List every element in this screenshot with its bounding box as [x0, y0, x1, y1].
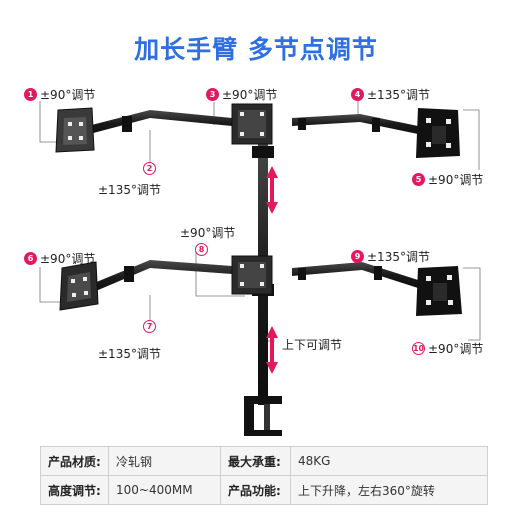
callout-label-10: ±90°调节 — [428, 342, 484, 356]
page-title: 加长手臂 多节点调节 — [134, 35, 378, 64]
upper-arms — [80, 110, 418, 136]
callout-label-7: ±135°调节 — [98, 347, 161, 361]
callout-number-1: 1 — [24, 88, 37, 101]
callout-5: 5 ±90°调节 — [412, 171, 483, 188]
vesa-plate-top-right — [416, 108, 460, 158]
monitor-arm-diagram — [39, 101, 481, 436]
callout-number-4: 4 — [351, 88, 364, 101]
callout-number-5: 5 — [412, 173, 425, 186]
spec-key: 产品功能: — [220, 475, 291, 505]
callout-10: 10 ±90°调节 — [412, 340, 483, 357]
callout-number-3: 3 — [206, 88, 219, 101]
height-arrow-upper-icon — [266, 166, 278, 214]
spec-key: 最大承重: — [220, 446, 291, 476]
spec-row: 高度调节: 100~400MM 产品功能: 上下升降，左右360°旋转 — [40, 475, 488, 505]
callout-1: 1 ±90°调节 — [24, 86, 95, 103]
desk-clamp — [244, 396, 282, 436]
vesa-plate-bottom-center — [231, 255, 273, 295]
vesa-plate-bottom-right — [416, 266, 462, 316]
callout-6: 6 ±90°调节 — [24, 250, 95, 267]
height-arrow-lower-icon — [266, 326, 278, 374]
vesa-plate-top-left — [55, 107, 95, 153]
callout-9: 9 ±135°调节 — [351, 248, 430, 265]
callout-number-6: 6 — [24, 252, 37, 265]
lower-arms — [82, 260, 418, 296]
spec-row: 产品材质: 冷轧钢 最大承重: 48KG — [40, 446, 488, 476]
spec-value: 上下升降，左右360°旋转 — [290, 475, 488, 505]
callout-number-2: 2 — [143, 162, 156, 175]
vesa-plate-bottom-left — [59, 261, 99, 311]
callout-label-6: ±90°调节 — [40, 252, 96, 266]
callout-number-9: 9 — [351, 250, 364, 263]
callout-7-number: 7 — [143, 320, 156, 333]
callout-label-3: ±90°调节 — [222, 88, 278, 102]
spec-value: 冷轧钢 — [108, 446, 221, 476]
spec-value: 48KG — [290, 446, 488, 476]
callout-3: 3 ±90°调节 — [206, 86, 277, 103]
callout-label-1: ±90°调节 — [40, 88, 96, 102]
callout-label-5: ±90°调节 — [428, 173, 484, 187]
spec-table: 产品材质: 冷轧钢 最大承重: 48KG 高度调节: 100~400MM 产品功… — [40, 446, 488, 505]
callout-label-2: ±135°调节 — [98, 183, 161, 197]
callout-label-9: ±135°调节 — [367, 250, 430, 264]
callout-2-number: 2 — [143, 162, 156, 175]
callout-4: 4 ±135°调节 — [351, 86, 430, 103]
callout-label-8: ±90°调节 — [180, 226, 236, 240]
callout-number-7: 7 — [143, 320, 156, 333]
callout-8-number: 8 — [195, 243, 208, 256]
spec-value: 100~400MM — [108, 475, 221, 505]
callout-number-10: 10 — [412, 342, 425, 355]
callout-number-8: 8 — [195, 243, 208, 256]
callout-label-4: ±135°调节 — [367, 88, 430, 102]
spec-key: 产品材质: — [40, 446, 109, 476]
height-adjust-label: 上下可调节 — [282, 338, 343, 352]
spec-key: 高度调节: — [40, 475, 109, 505]
vesa-plate-top-center — [231, 103, 273, 145]
